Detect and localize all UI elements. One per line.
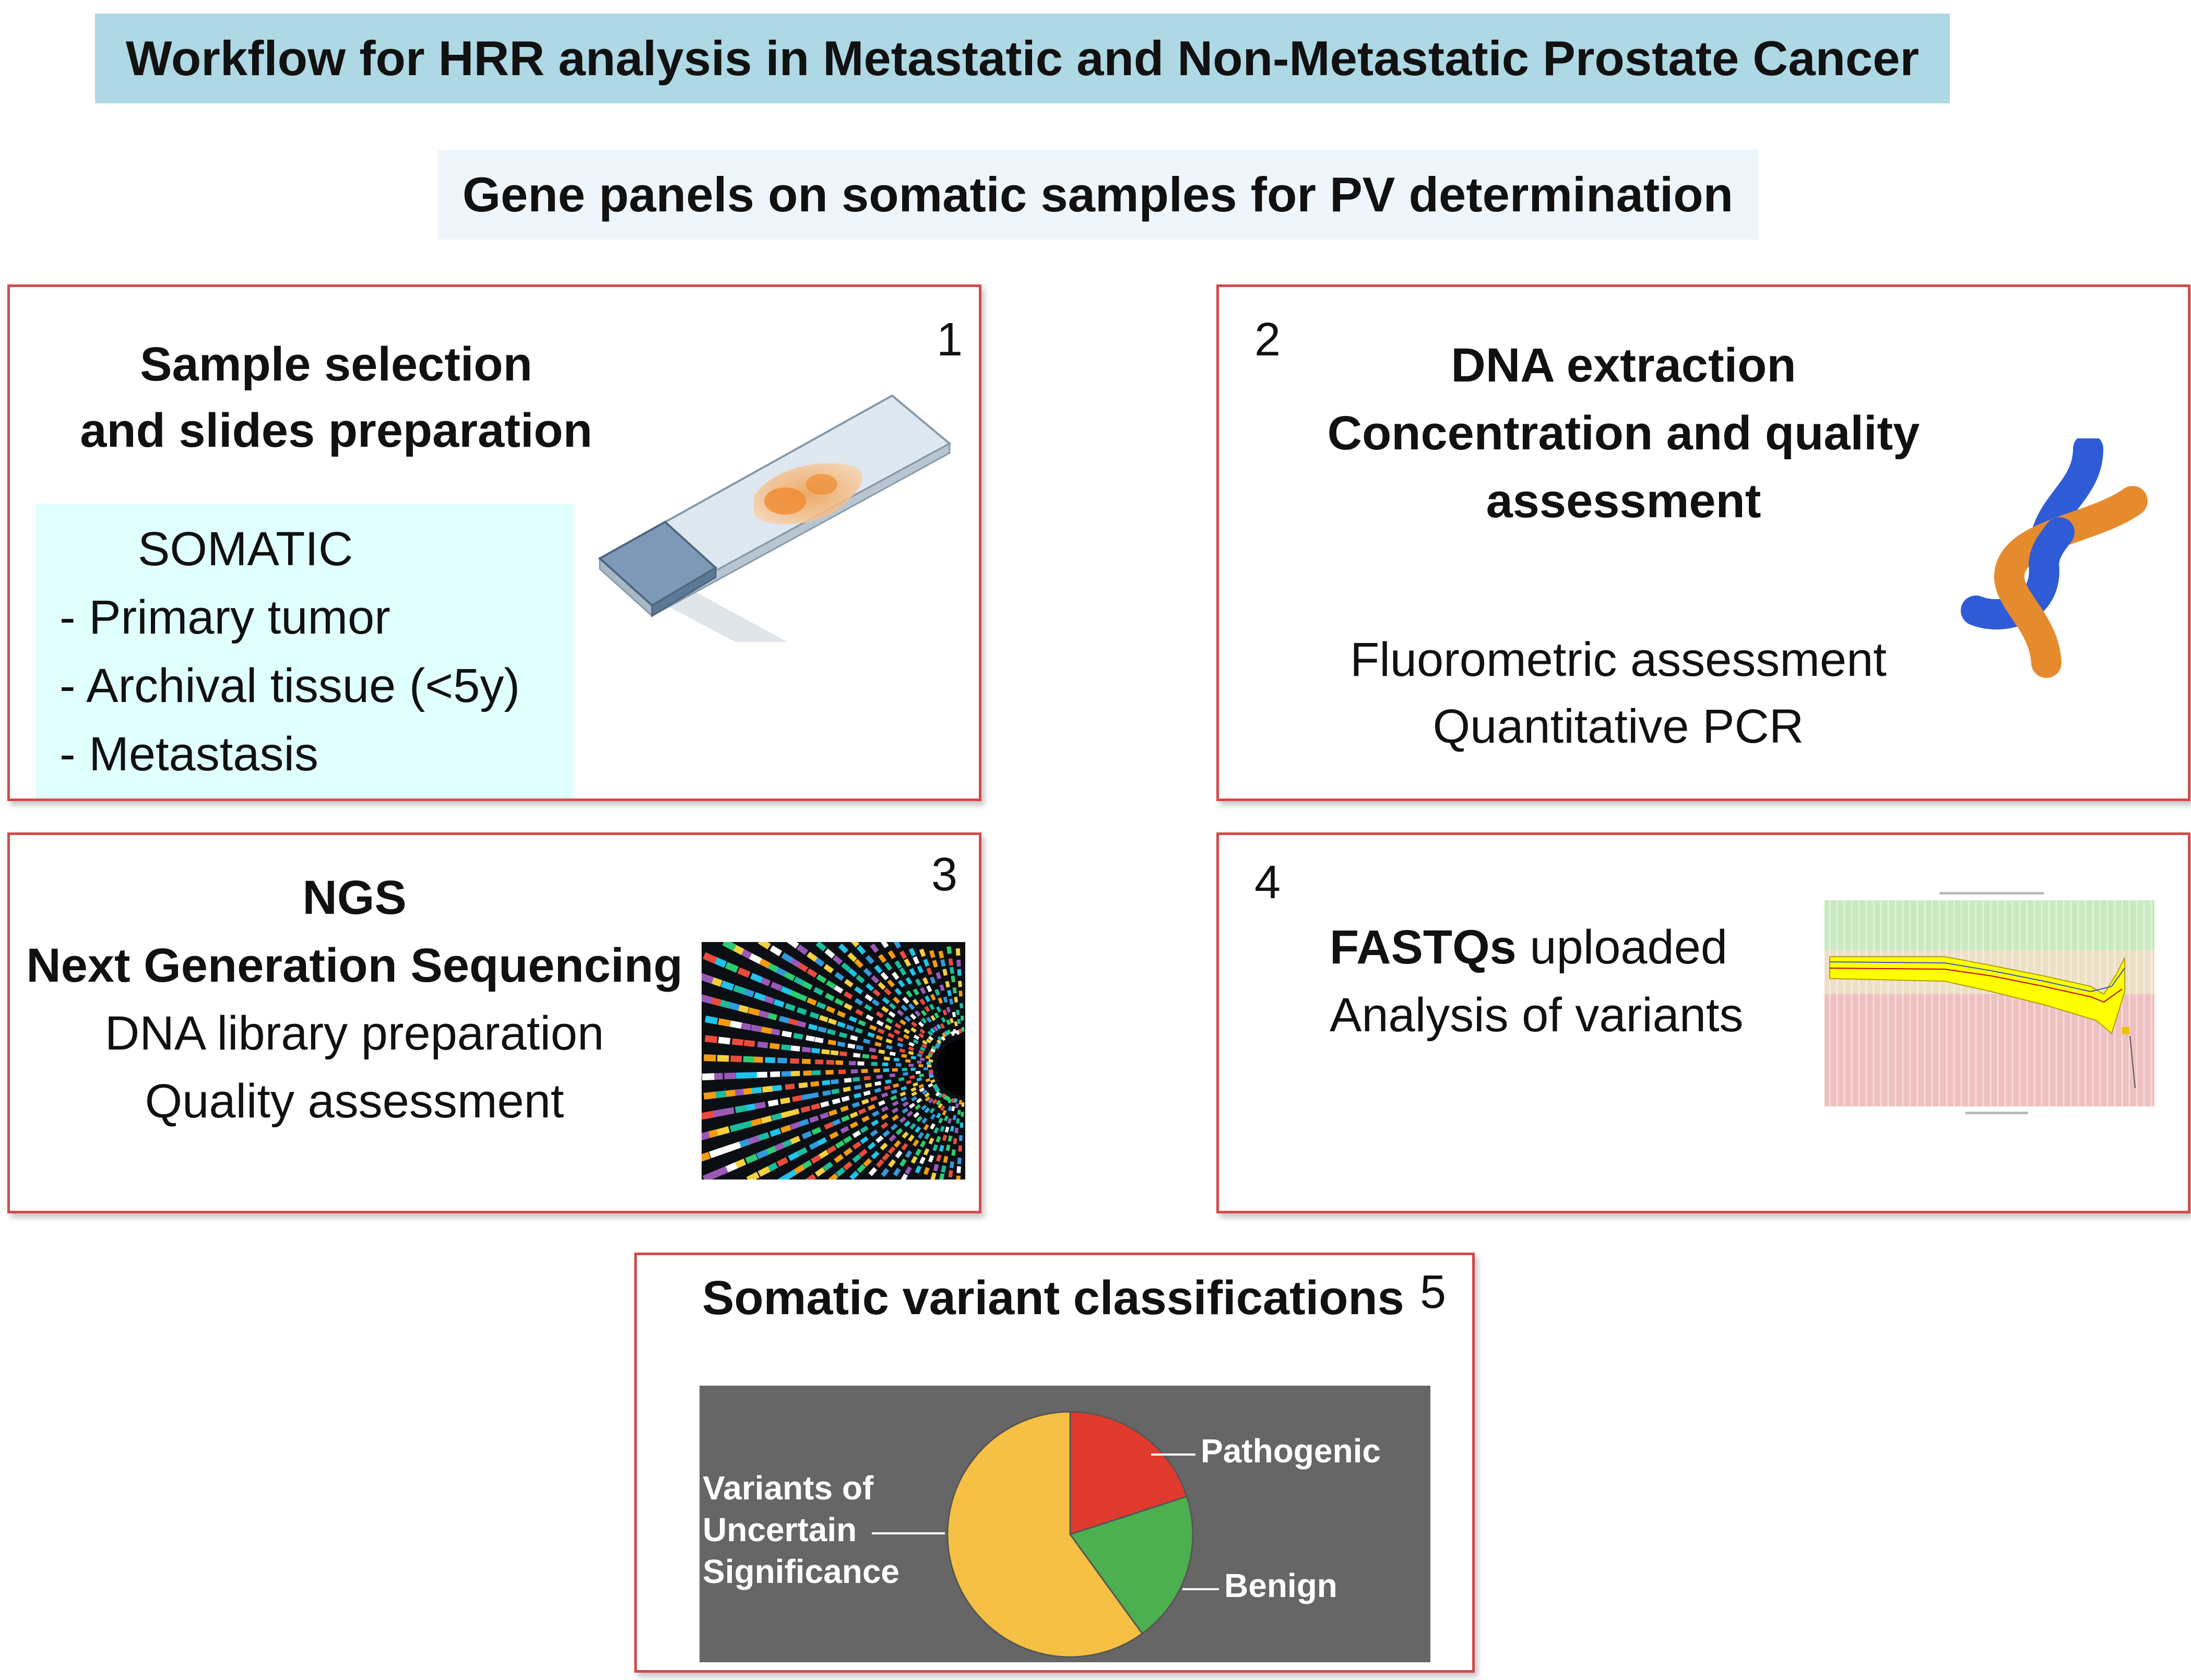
step-3-panel: 3 NGS Next Generation Sequencing DNA lib… xyxy=(7,832,981,1213)
somatic-heading: SOMATIC xyxy=(138,522,353,576)
step-1-number: 1 xyxy=(937,314,963,366)
sequencing-image-icon xyxy=(702,942,965,1179)
step-3-number: 3 xyxy=(931,849,958,901)
variant-pie-chart: Pathogenic Benign Variants of Uncertain … xyxy=(700,1386,1430,1662)
step-2-details: Fluorometric assessment Quantitative PCR xyxy=(1297,626,1939,760)
quality-chart-icon xyxy=(1819,890,2159,1119)
pie-label-benign: Benign xyxy=(1224,1567,1337,1604)
step-5-panel: Somatic variant classifications 5 Pathog… xyxy=(634,1253,1475,1673)
step-2-title-line: assessment xyxy=(1486,474,1761,528)
step-1-title-line: Sample selection xyxy=(140,338,532,391)
pie-slice-benign xyxy=(1069,1495,1194,1635)
dna-helix-icon xyxy=(1961,438,2148,678)
pie-label-vus-line: Uncertain xyxy=(703,1511,857,1548)
pie-slice-vus xyxy=(946,1411,1144,1658)
step-2-panel: 2 DNA extraction Concentration and quali… xyxy=(1216,284,2190,801)
step-2-detail-line: Fluorometric assessment xyxy=(1350,633,1887,686)
step-4-line-2: Analysis of variants xyxy=(1330,988,1744,1042)
somatic-item: - Primary tumor xyxy=(60,591,390,644)
uploaded-label: uploaded xyxy=(1516,921,1728,974)
somatic-box: SOMATIC - Primary tumor - Archival tissu… xyxy=(36,504,574,799)
pie-label-vus-line: Variants of xyxy=(703,1469,874,1507)
pie-label-vus-line: Significance xyxy=(703,1553,899,1590)
step-5-number: 5 xyxy=(1420,1266,1447,1318)
step-3-title-line: NGS xyxy=(302,871,407,924)
step-2-detail-line: Quantitative PCR xyxy=(1432,700,1804,753)
pie-slice-pathogenic xyxy=(1069,1411,1188,1536)
step-3-title-line: Next Generation Sequencing xyxy=(26,939,683,992)
step-2-title-line: Concentration and quality xyxy=(1327,407,1920,460)
somatic-item: - Metastasis xyxy=(60,728,318,781)
step-2-title: DNA extraction Concentration and quality… xyxy=(1297,331,1950,535)
subtitle-banner: Gene panels on somatic samples for PV de… xyxy=(437,150,1758,240)
step-5-title: Somatic variant classifications xyxy=(702,1271,1404,1325)
step-4-text: FASTQs uploaded Analysis of variants xyxy=(1330,913,1744,1049)
somatic-item: - Archival tissue (<5y) xyxy=(60,659,520,712)
step-3-text: NGS Next Generation Sequencing DNA libra… xyxy=(10,864,699,1135)
pie-label-pathogenic: Pathogenic xyxy=(1201,1432,1381,1470)
step-1-title: Sample selection and slides preparation xyxy=(41,331,631,464)
step-3-detail-line: DNA library preparation xyxy=(104,1007,605,1060)
step-1-title-line: and slides preparation xyxy=(80,404,593,457)
page-title: Workflow for HRR analysis in Metastatic … xyxy=(125,31,1920,86)
step-2-title-line: DNA extraction xyxy=(1451,339,1796,392)
fastq-label: FASTQs xyxy=(1330,921,1517,974)
step-4-line-1: FASTQs uploaded xyxy=(1330,913,1744,981)
step-3-detail-line: Quality assessment xyxy=(145,1075,564,1128)
title-banner: Workflow for HRR analysis in Metastatic … xyxy=(95,14,1950,103)
step-1-panel: 1 Sample selection and slides preparatio… xyxy=(7,284,981,801)
page-subtitle: Gene panels on somatic samples for PV de… xyxy=(462,167,1734,222)
step-2-number: 2 xyxy=(1254,314,1281,366)
glass-slide-icon xyxy=(598,394,952,642)
step-4-number: 4 xyxy=(1254,856,1281,909)
step-4-panel: 4 FASTQs uploaded Analysis of variants xyxy=(1216,832,2190,1213)
